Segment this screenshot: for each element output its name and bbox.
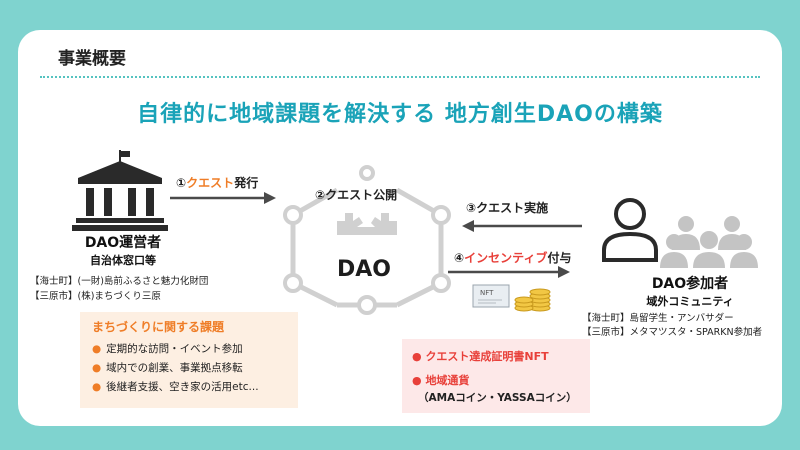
reward-item-text: クエスト達成証明書NFT — [425, 350, 549, 363]
dao-label: DAO — [337, 257, 391, 282]
step-4-rest: 付与 — [547, 251, 572, 265]
step-4-highlight: インセンティブ — [464, 251, 548, 265]
coin-stack-icon — [514, 288, 551, 312]
issue-item-text: 域内での創業、事業拠点移転 — [106, 362, 243, 374]
reward-item: ● クエスト達成証明書NFT — [412, 350, 549, 363]
issues-box — [80, 312, 298, 408]
nft-certificate-icon: NFT — [472, 284, 510, 308]
issue-item-text: 定期的な訪問・イベント参加 — [106, 343, 243, 355]
arrow-right-icon — [170, 192, 276, 204]
step-1-number: ① — [176, 176, 187, 190]
reward-subtext: （AMAコイン・YASSAコイン） — [418, 392, 577, 404]
reward-item: ● 地域通貨 — [412, 374, 470, 387]
issue-item: ●域内での創業、事業拠点移転 — [92, 362, 243, 374]
section-title: 事業概要 — [58, 49, 126, 69]
participant-org-2: 【三原市】メタマツスタ・SPARKN参加者 — [582, 327, 763, 338]
people-group-icon — [660, 216, 758, 268]
step-4-number: ④ — [454, 251, 465, 265]
step-2-label: ②クエスト公開 — [315, 188, 398, 202]
operator-org-2: 【三原市】(株)まちづくり三原 — [30, 291, 161, 302]
operator-name: DAO運営者 — [84, 235, 162, 251]
participant-name: DAO参加者 — [651, 276, 729, 292]
issues-title: まちづくりに関する課題 — [92, 320, 225, 334]
issue-item-text: 後継者支援、空き家の活用etc... — [106, 381, 259, 393]
person-icon — [602, 198, 658, 262]
reward-item-text: 地域通貨 — [425, 374, 470, 387]
gear-network-icon — [283, 165, 451, 315]
step-1-highlight: クエスト — [186, 176, 235, 190]
step-1-rest: 発行 — [234, 176, 259, 190]
arrow-right-icon — [448, 266, 570, 278]
issue-item: ●定期的な訪問・イベント参加 — [92, 343, 243, 355]
operator-subtitle: 自治体窓口等 — [90, 254, 156, 267]
government-building-icon — [72, 150, 168, 231]
rewards-box — [402, 339, 590, 413]
participant-org-1: 【海士町】島留学生・アンバサダー — [582, 313, 734, 324]
arrow-left-icon — [462, 220, 582, 232]
step-3-label: ③クエスト実施 — [466, 201, 549, 215]
operator-org-1: 【海士町】(一財)島前ふるさと魅力化財団 — [30, 276, 209, 287]
participant-subtitle: 域外コミュニティ — [646, 295, 734, 308]
main-title: 自律的に地域課題を解決する 地方創生DAOの構築 — [137, 102, 663, 127]
issue-item: ●後継者支援、空き家の活用etc... — [92, 381, 259, 393]
svg-text:NFT: NFT — [480, 289, 494, 297]
step-1-label: ①クエスト発行 — [176, 174, 258, 191]
divider — [40, 76, 760, 78]
step-4-label: ④インセンティブ付与 — [454, 249, 571, 266]
